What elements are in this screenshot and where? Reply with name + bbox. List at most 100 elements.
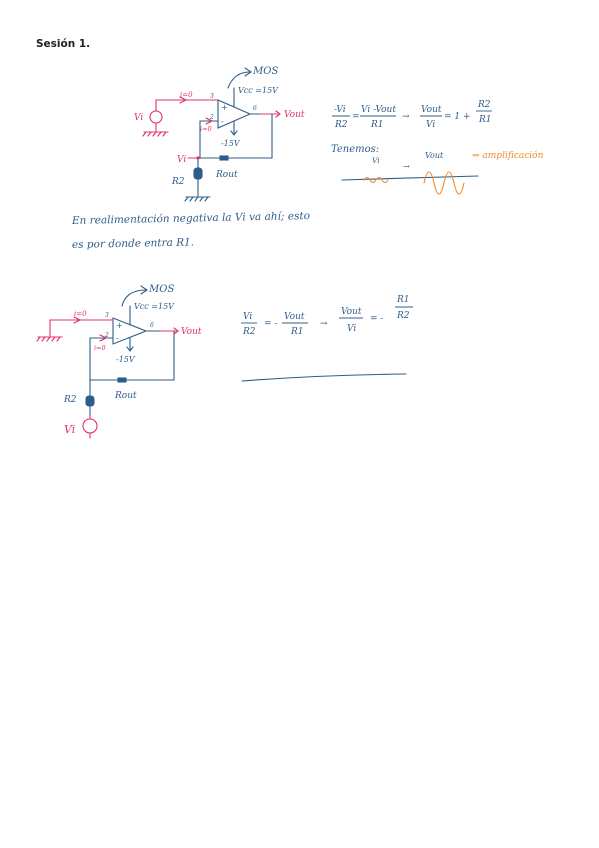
vout-arrow-head-2: [173, 327, 179, 335]
rout-resistor-2: [117, 377, 127, 383]
waveforms: [341, 171, 479, 195]
inverting-wire: [199, 120, 229, 159]
eq1-mid-num: Vi -Vout: [361, 105, 396, 115]
small-wave: [363, 176, 389, 184]
tenemos-arrow: →: [403, 162, 410, 171]
eq1-rhs-num: R2: [477, 100, 491, 110]
eq1-rhs-den: R1: [478, 115, 492, 125]
ground-bottom: [184, 196, 211, 202]
tenemos-label: Tenemos:: [331, 144, 379, 155]
large-wave: [423, 171, 465, 195]
circuit-1-input: [142, 96, 281, 159]
plus-sign-2: +: [116, 321, 123, 330]
mos-arrow-2: [121, 289, 147, 307]
vcc-label-2: Vcc =15V: [134, 302, 175, 311]
rout-resistor: [219, 155, 229, 161]
current-arrow-2: [205, 117, 213, 125]
circuit-1-labels: MOS Vcc =15V -15V i=0 i=0 3 2 6 + - Vi V…: [134, 66, 305, 187]
input-wire-2: [49, 319, 114, 337]
current-arrow-3: [73, 316, 81, 324]
pin-6-label: 6: [253, 105, 257, 112]
eq2-mid-den: R1: [290, 327, 304, 337]
inv-current-label-2: i=0: [94, 344, 106, 352]
vi-label-2: Vi: [64, 423, 75, 436]
vi-source: [149, 110, 163, 124]
mos-arrow-head-2: [140, 285, 148, 295]
ground-left: [142, 131, 169, 137]
rout-label-2: Rout: [114, 391, 137, 401]
eq2-rhs-num: R1: [396, 295, 410, 305]
pin-3-label: 3: [210, 93, 214, 100]
vee-label: -15V: [221, 139, 241, 148]
page-heading: Sesión 1.: [36, 38, 91, 50]
eq1-mid-den: R1: [370, 120, 384, 130]
circuit-1: [184, 67, 273, 202]
equation-2: Vi R2 = - Vout R1 → Vout Vi = - R1 R2: [241, 295, 413, 337]
eq1-eq: =: [352, 112, 360, 122]
tenemos-vi: Vi: [372, 156, 380, 165]
vi-source-2: [82, 418, 98, 434]
minus-sign: -: [221, 117, 224, 126]
eq2-lhs-den: R2: [242, 327, 256, 337]
amplification-note: ⇒ amplificación: [472, 150, 544, 161]
vout-label: Vout: [284, 110, 305, 120]
note-line-2: es por donde entra R1.: [72, 236, 194, 251]
eq2-ratio-den: Vi: [347, 324, 356, 334]
eq1-rhs-prefix: = 1 +: [444, 112, 471, 122]
eq1-lhs-den: R2: [334, 120, 348, 130]
baseline: [341, 175, 479, 181]
eq1-ratio-num: Vout: [421, 105, 442, 115]
input-current-label-2: i=0: [74, 310, 87, 318]
circuit-2-input: [36, 316, 179, 439]
r2-resistor-2: [85, 395, 95, 407]
vout-label-2: Vout: [181, 327, 202, 337]
handwritten-note: En realimentación negativa la Vi va ahí;…: [71, 210, 310, 251]
eq1-arrow: →: [402, 112, 410, 122]
vi-left-label: Vi: [134, 113, 143, 123]
eq2-rhs-den: R2: [396, 311, 410, 321]
mos-arrow: [227, 71, 251, 89]
minus-sign-2: -: [116, 334, 119, 343]
tenemos-vout: Vout: [425, 151, 444, 160]
r2-resistor: [193, 167, 203, 180]
current-arrow-4: [99, 334, 107, 342]
pin-2-label-2: 2: [104, 332, 109, 339]
vcc-label: Vcc =15V: [238, 86, 279, 95]
separator-line: [241, 373, 407, 382]
input-wire: [155, 99, 219, 112]
r2-label: R2: [171, 177, 185, 187]
eq2-eq: = -: [264, 319, 277, 329]
vee-label-2: -15V: [116, 355, 136, 364]
r2-label-2: R2: [63, 395, 77, 405]
vout-arrow-head: [275, 110, 281, 118]
plus-sign: +: [221, 103, 228, 112]
vi-node-label: Vi: [177, 155, 186, 165]
rout-label: Rout: [215, 170, 238, 180]
mos-arrow-head: [244, 67, 252, 77]
current-arrow-1: [179, 96, 187, 104]
inv-current-label: i=0: [200, 125, 212, 133]
eq2-rhs-prefix: = -: [370, 314, 383, 324]
circuit-2-labels: MOS Vcc =15V -15V i=0 i=0 3 2 6 + - Vout…: [63, 284, 202, 436]
pin-3-label-2: 3: [105, 312, 109, 319]
vee-arrow-head-2: [126, 346, 134, 352]
eq1-lhs-num: -Vi: [334, 105, 346, 115]
input-current-label: i=0: [180, 91, 193, 99]
mos-label-2: MOS: [148, 284, 174, 295]
ground-left-2: [36, 336, 63, 342]
eq2-ratio-num: Vout: [341, 307, 362, 317]
vi-node-dot: [196, 156, 200, 160]
eq1-ratio-den: Vi: [426, 120, 435, 130]
mos-label: MOS: [252, 66, 278, 77]
eq2-mid-num: Vout: [284, 312, 305, 322]
pin-6-label-2: 6: [150, 322, 154, 329]
vee-arrow-head: [230, 130, 238, 136]
pin-2-label: 2: [209, 114, 214, 121]
eq2-lhs-num: Vi: [243, 312, 252, 322]
eq2-arrow: →: [320, 319, 328, 329]
equation-1: -Vi R2 = Vi -Vout R1 → Vout Vi = 1 + R2 …: [332, 100, 492, 130]
note-line-1: En realimentación negativa la Vi va ahí;…: [71, 210, 310, 227]
tenemos-section: Tenemos: Vi → Vout ⇒ amplificación: [331, 144, 544, 171]
